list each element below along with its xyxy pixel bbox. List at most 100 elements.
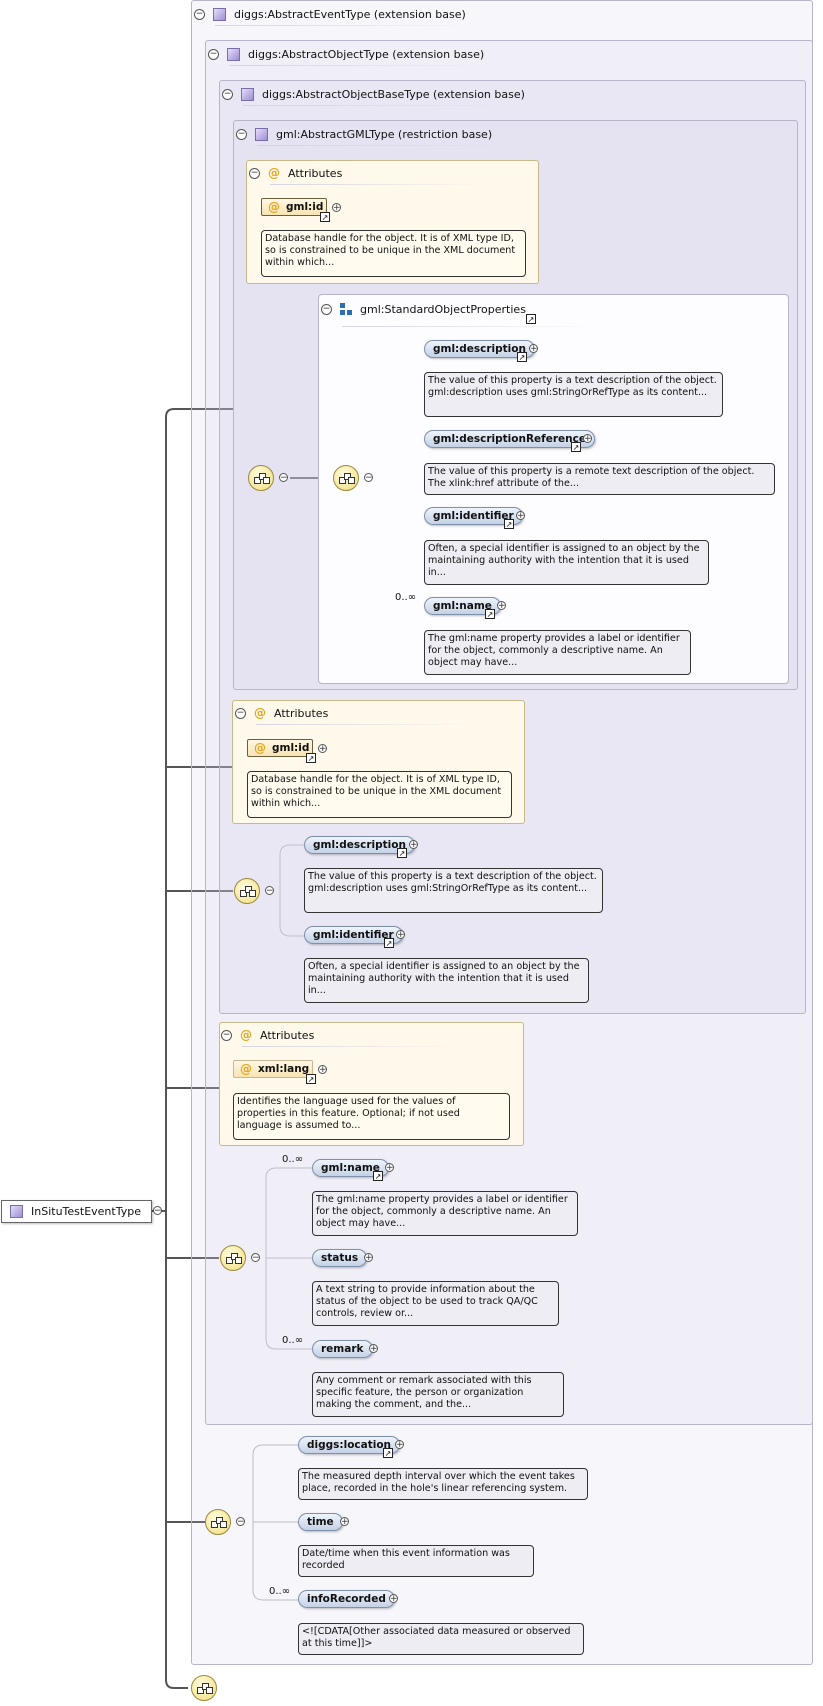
doc-annotation: The gml:name property provides a label o…: [424, 630, 691, 675]
element-gml-description-reference[interactable]: gml:descriptionReference: [424, 430, 595, 448]
collapse-toggle[interactable]: −: [221, 1029, 232, 1041]
root-element[interactable]: InSituTestEventType: [1, 1200, 152, 1223]
group-icon: [340, 303, 352, 315]
doc-annotation: A text string to provide information abo…: [312, 1281, 559, 1326]
element-gml-identifier[interactable]: gml:identifier: [424, 507, 523, 525]
link-arrow-icon[interactable]: ↗: [397, 848, 407, 858]
element-label: status: [321, 1252, 359, 1264]
expand-toggle[interactable]: +: [396, 930, 405, 940]
element-label: diggs:location: [307, 1439, 392, 1451]
element-time[interactable]: time: [298, 1513, 343, 1531]
element-label: gml:name: [321, 1162, 380, 1174]
collapse-toggle[interactable]: −: [279, 473, 288, 483]
attributes-title: Attributes: [288, 166, 343, 180]
expand-toggle[interactable]: +: [516, 511, 525, 521]
sequence-compositor-icon[interactable]: [191, 1675, 217, 1701]
expand-toggle[interactable]: +: [340, 1517, 349, 1527]
link-arrow-icon[interactable]: ↗: [485, 609, 495, 619]
sequence-compositor-icon[interactable]: [333, 465, 359, 491]
attribute-xml-lang[interactable]: @ xml:lang: [233, 1060, 313, 1078]
complex-type-icon: [10, 1205, 23, 1218]
expand-toggle[interactable]: +: [364, 1253, 373, 1263]
element-gml-identifier[interactable]: gml:identifier: [304, 926, 403, 944]
panel-header-event: − diggs:AbstractEventType (extension bas…: [194, 5, 466, 23]
doc-annotation: <![CDATA[Other associated data measured …: [298, 1623, 584, 1655]
divider: [257, 145, 517, 146]
element-gml-name[interactable]: gml:name: [424, 597, 501, 615]
doc-annotation: The gml:name property provides a label o…: [312, 1191, 578, 1236]
divider: [342, 326, 602, 327]
link-arrow-icon[interactable]: ↗: [504, 519, 514, 529]
element-gml-description[interactable]: gml:description: [304, 836, 415, 854]
group-header: − gml:StandardObjectProperties: [321, 300, 526, 318]
divider: [243, 105, 523, 106]
expand-toggle[interactable]: +: [395, 1440, 404, 1450]
collapse-toggle[interactable]: −: [236, 1517, 245, 1527]
expand-toggle[interactable]: +: [369, 1344, 378, 1354]
divider: [242, 1046, 462, 1047]
link-arrow-icon[interactable]: ↗: [306, 753, 316, 763]
doc-annotation: The value of this property is a text des…: [424, 372, 723, 417]
element-label: gml:name: [433, 600, 492, 612]
element-gml-name[interactable]: gml:name: [312, 1159, 389, 1177]
doc-annotation: The value of this property is a remote t…: [424, 463, 775, 495]
collapse-toggle[interactable]: −: [222, 88, 233, 100]
collapse-toggle[interactable]: −: [364, 473, 373, 483]
link-arrow-icon[interactable]: ↗: [320, 212, 330, 222]
expand-toggle[interactable]: +: [583, 434, 592, 444]
sequence-compositor-icon[interactable]: [220, 1245, 246, 1271]
collapse-toggle[interactable]: −: [236, 128, 247, 140]
expand-toggle[interactable]: +: [332, 203, 341, 213]
link-arrow-icon[interactable]: ↗: [517, 352, 527, 362]
collapse-toggle[interactable]: −: [235, 707, 246, 719]
link-arrow-icon[interactable]: ↗: [373, 1171, 383, 1181]
expand-toggle[interactable]: +: [389, 1594, 398, 1604]
sequence-compositor-icon[interactable]: [234, 878, 260, 904]
link-arrow-icon[interactable]: ↗: [571, 442, 581, 452]
panel-header-gml: − gml:AbstractGMLType (restriction base): [236, 125, 492, 143]
element-label: gml:description: [433, 343, 526, 355]
attribute-icon: @: [254, 706, 266, 720]
collapse-toggle[interactable]: −: [251, 1253, 260, 1263]
cardinality-label: 0..∞: [282, 1154, 304, 1165]
element-label: gml:descriptionReference: [433, 433, 586, 445]
expand-toggle[interactable]: +: [497, 601, 506, 611]
link-arrow-icon[interactable]: ↗: [306, 1074, 316, 1084]
doc-annotation: Often, a special identifier is assigned …: [424, 540, 709, 585]
doc-annotation: The value of this property is a text des…: [304, 868, 603, 913]
expand-toggle[interactable]: +: [529, 344, 538, 354]
collapse-toggle[interactable]: −: [321, 303, 332, 315]
link-arrow-icon[interactable]: ↗: [384, 938, 394, 948]
attribute-gml-id[interactable]: @ gml:id: [261, 198, 327, 216]
collapse-toggle[interactable]: −: [194, 8, 205, 20]
panel-header-object: − diggs:AbstractObjectType (extension ba…: [208, 45, 484, 63]
complex-type-icon: [227, 47, 240, 61]
link-arrow-icon[interactable]: ↗: [383, 1448, 393, 1458]
element-label: infoRecorded: [307, 1593, 386, 1605]
doc-annotation: Database handle for the object. It is of…: [261, 230, 526, 277]
expand-toggle[interactable]: +: [318, 1065, 327, 1075]
expand-toggle[interactable]: +: [409, 840, 418, 850]
attribute-label: gml:id: [286, 201, 324, 213]
element-info-recorded[interactable]: infoRecorded: [298, 1590, 395, 1608]
attributes-header: − @ Attributes: [235, 704, 328, 722]
attribute-icon: @: [268, 200, 280, 214]
complex-type-icon: [255, 127, 268, 141]
sequence-compositor-icon[interactable]: [248, 465, 274, 491]
collapse-root-toggle[interactable]: −: [153, 1206, 162, 1216]
element-gml-description[interactable]: gml:description: [424, 340, 535, 358]
collapse-toggle[interactable]: −: [265, 886, 274, 896]
element-status[interactable]: status: [312, 1249, 368, 1267]
element-label: remark: [321, 1343, 364, 1355]
element-remark[interactable]: remark: [312, 1340, 373, 1358]
link-arrow-icon[interactable]: ↗: [526, 314, 536, 324]
collapse-toggle[interactable]: −: [249, 167, 260, 179]
attribute-gml-id[interactable]: @ gml:id: [247, 739, 313, 757]
sequence-compositor-icon[interactable]: [205, 1509, 231, 1535]
element-diggs-location[interactable]: diggs:location: [298, 1436, 401, 1454]
expand-toggle[interactable]: +: [385, 1163, 394, 1173]
collapse-toggle[interactable]: −: [208, 48, 219, 60]
doc-annotation: Database handle for the object. It is of…: [247, 771, 512, 818]
expand-toggle[interactable]: +: [318, 744, 327, 754]
panel-title: gml:AbstractGMLType (restriction base): [276, 127, 493, 141]
